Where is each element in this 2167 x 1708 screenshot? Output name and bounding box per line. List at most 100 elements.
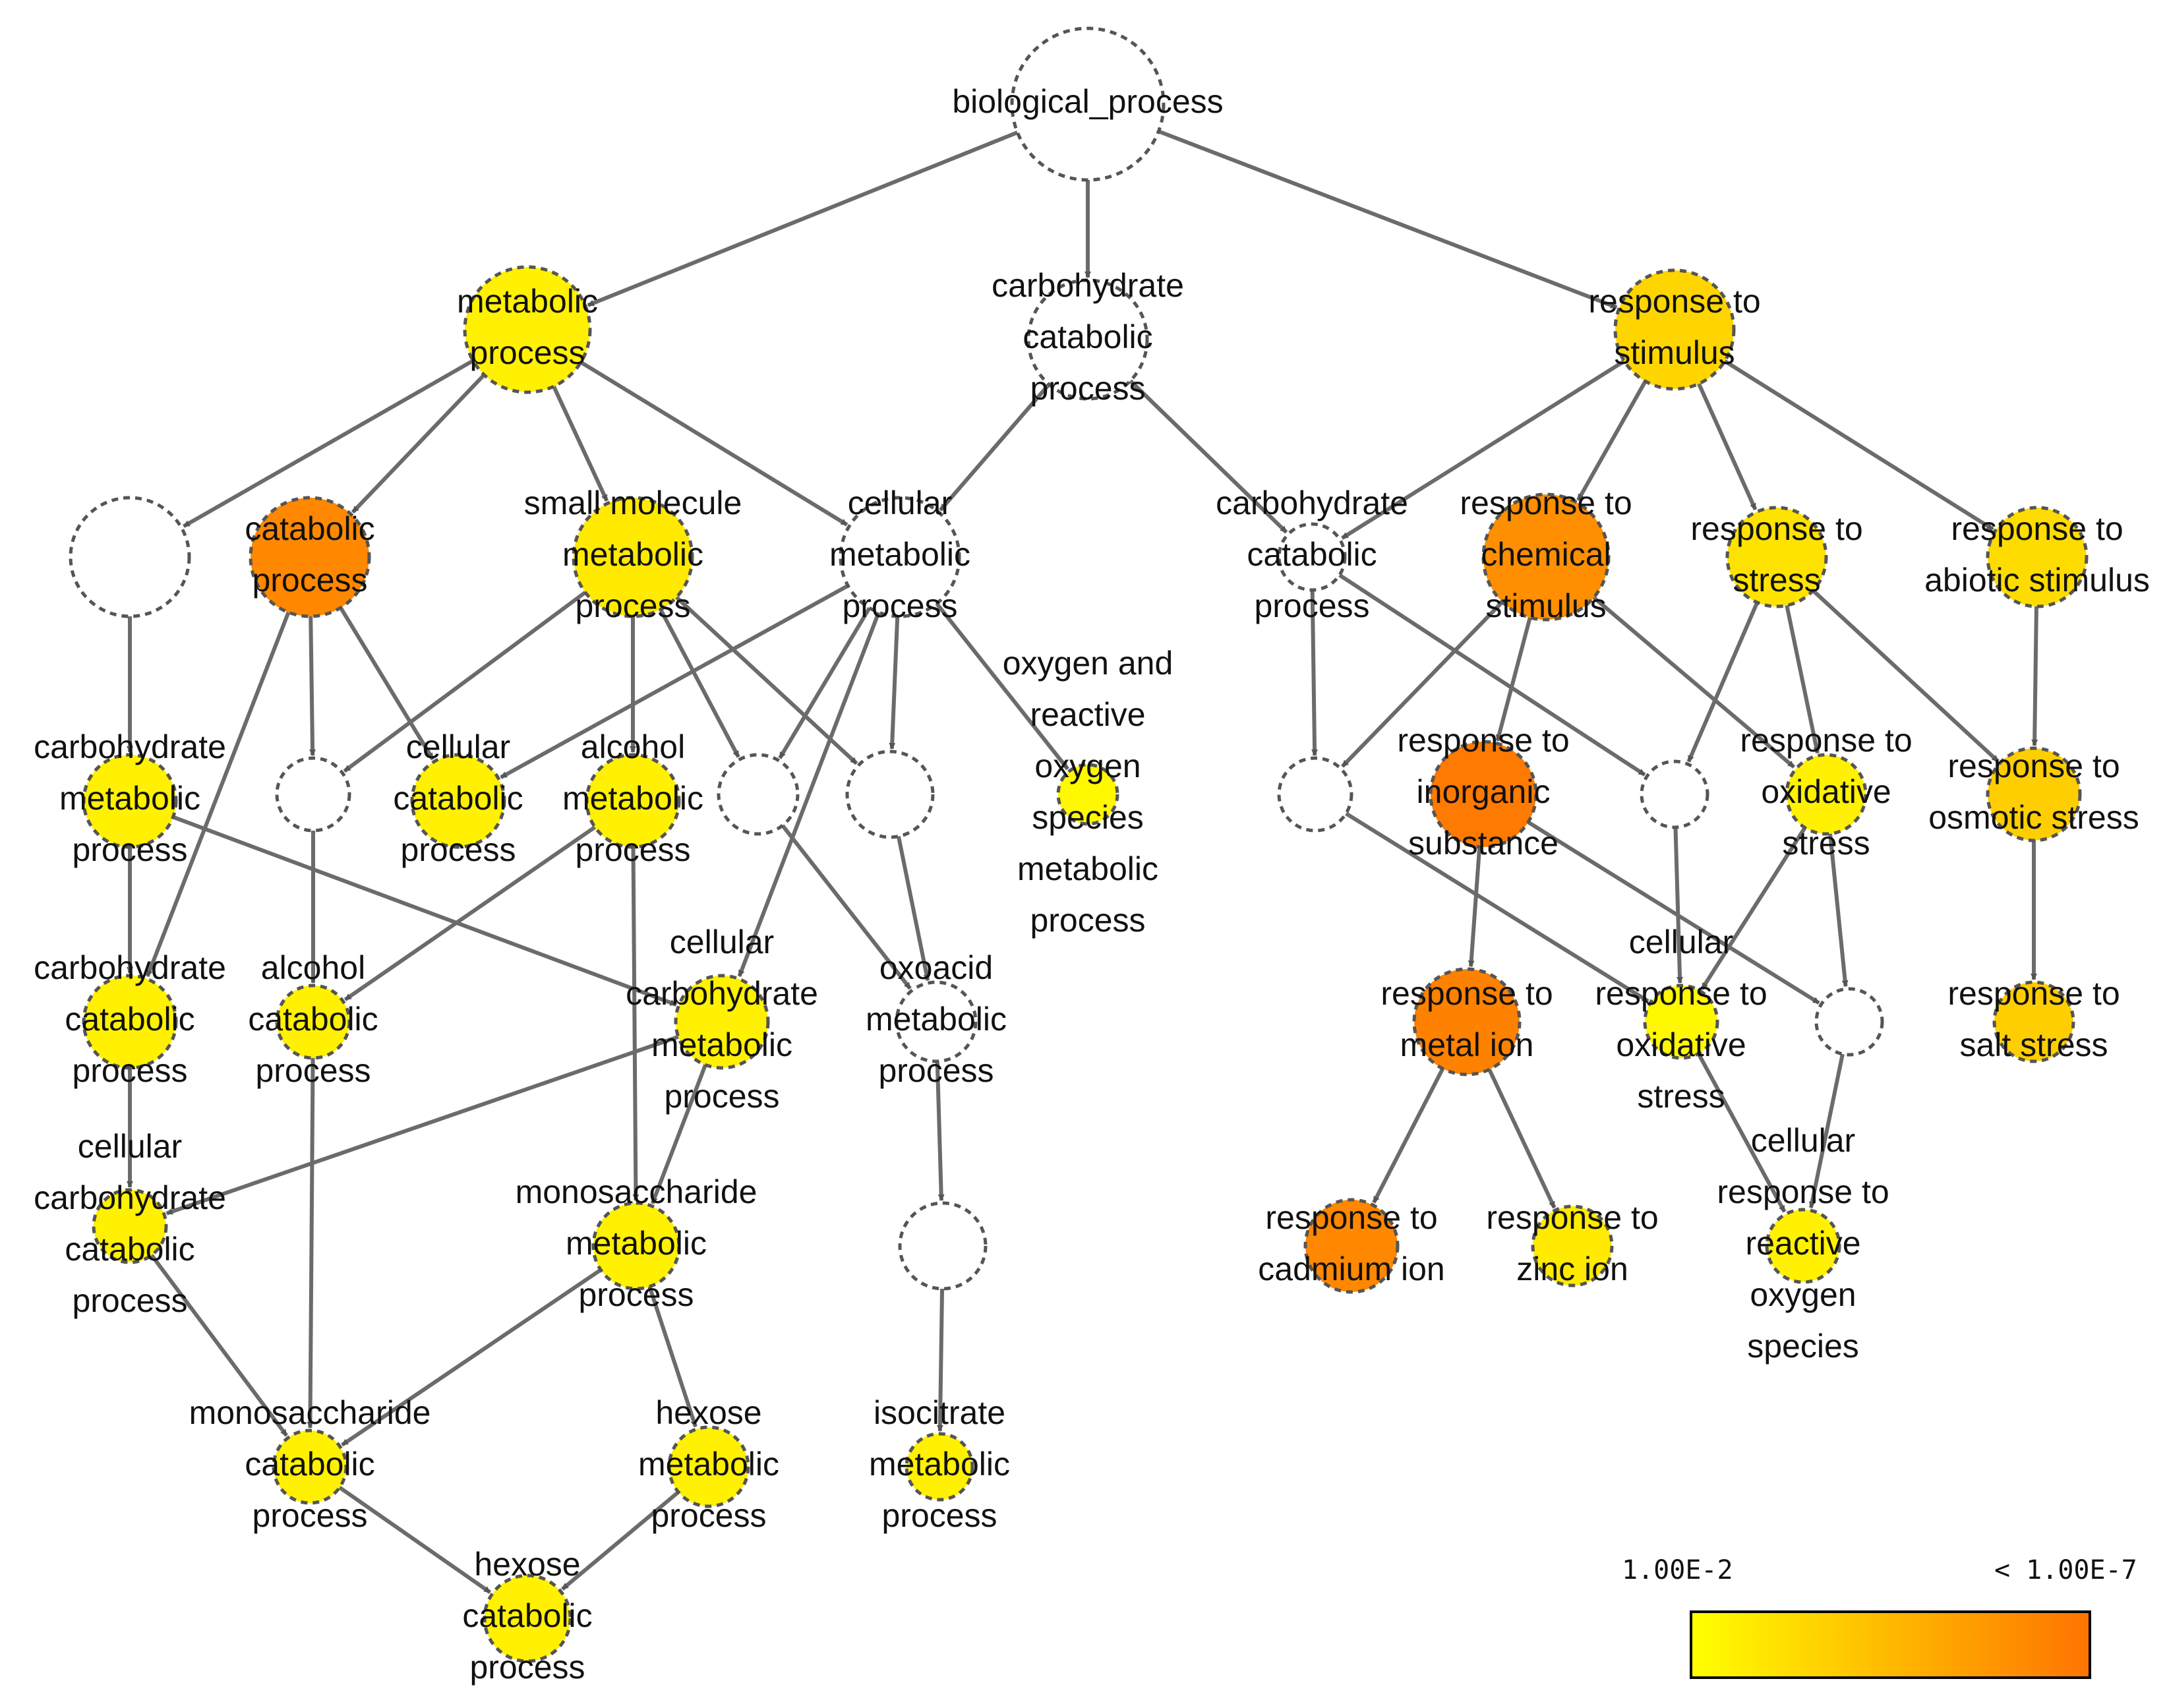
node-circle-hex_cat[interactable]: [483, 1574, 572, 1663]
node-blank_b[interactable]: [717, 753, 800, 836]
node-circle-cell_met[interactable]: [839, 496, 961, 618]
node-label-carb_cat_l-line-1: catabolic: [65, 1001, 194, 1038]
node-circle-resp_chem[interactable]: [1481, 492, 1611, 622]
node-label-oxy_ros-line-0: oxygen and: [1003, 645, 1173, 682]
node-blank_c[interactable]: [845, 750, 935, 839]
node-circle-blank_f[interactable]: [1814, 987, 1884, 1057]
node-circle-oxoacid[interactable]: [895, 980, 978, 1063]
node-circle-resp_zn[interactable]: [1531, 1204, 1614, 1287]
node-circle-blank_d[interactable]: [1277, 756, 1353, 833]
node-circle-blank_b[interactable]: [717, 753, 800, 836]
node-circle-bp[interactable]: [1010, 26, 1166, 182]
node-blank_a[interactable]: [275, 756, 351, 833]
node-circle-resp_metal[interactable]: [1412, 967, 1522, 1076]
node-circle-blank_g[interactable]: [898, 1201, 988, 1291]
node-circle-carb_cat_right[interactable]: [1277, 522, 1347, 592]
node-circle-mono_cat[interactable]: [272, 1428, 348, 1505]
node-circle-resp_stress[interactable]: [1725, 506, 1828, 608]
node-circle-blank_e[interactable]: [1640, 759, 1709, 829]
node-blank_f[interactable]: [1814, 987, 1884, 1057]
node-circle-carb_cat_top[interactable]: [1026, 278, 1149, 401]
node-label-cell_resp_ros-line-4: species: [1747, 1328, 1859, 1365]
node-blank_left[interactable]: [69, 496, 191, 618]
node-circle-resp_abiotic[interactable]: [1986, 506, 2089, 608]
node-blank_g[interactable]: [898, 1201, 988, 1291]
node-label-oxoacid-line-1: metabolic: [866, 1001, 1007, 1038]
node-circle-hex_met[interactable]: [667, 1425, 750, 1508]
node-circle-carb_met[interactable]: [82, 753, 178, 849]
node-circle-resp_inorg[interactable]: [1429, 740, 1538, 849]
node-oxy_ros[interactable]: oxygen andreactiveoxygenspeciesmetabolic…: [1003, 645, 1173, 939]
edge-resp_metal-to-resp_cd: [1372, 1067, 1445, 1204]
node-circle-cell_resp_ros[interactable]: [1765, 1208, 1841, 1284]
node-circle-catabolic[interactable]: [249, 496, 371, 618]
node-circle-metabolic[interactable]: [463, 265, 592, 394]
node-circle-carb_cat_l[interactable]: [82, 974, 178, 1070]
node-circle-mono_met[interactable]: [591, 1201, 681, 1291]
node-label-carb_cat_l-line-2: process: [72, 1052, 187, 1089]
node-circle-isocit[interactable]: [905, 1432, 974, 1502]
edge-oxoacid-to-blank_g: [935, 1061, 945, 1202]
node-circle-resp_osm[interactable]: [1986, 746, 2082, 842]
node-circle-oxy_ros[interactable]: [1056, 763, 1119, 826]
node-circle-small_mol[interactable]: [572, 496, 694, 618]
node-label-cell_carb_cat-line-0: cellular: [78, 1128, 182, 1165]
node-circle-alc_met[interactable]: [585, 753, 681, 849]
edges-layer: [127, 129, 2038, 1595]
node-label-resp_inorg-line-1: inorganic: [1417, 773, 1551, 810]
node-circle-blank_left[interactable]: [69, 496, 191, 618]
node-circle-resp_oxid[interactable]: [1785, 753, 1868, 836]
node-circle-cell_carb_cat[interactable]: [92, 1188, 168, 1264]
node-circle-blank_a[interactable]: [275, 756, 351, 833]
node-bp[interactable]: biological_process: [952, 26, 1224, 182]
node-circle-resp_stim[interactable]: [1613, 268, 1736, 391]
node-blank_e[interactable]: [1640, 759, 1709, 829]
node-label-alc_met-line-1: metabolic: [562, 780, 703, 817]
node-circle-cell_resp_oxid[interactable]: [1643, 984, 1719, 1060]
node-circle-resp_salt[interactable]: [1992, 980, 2075, 1063]
node-label-hex_met-line-0: hexose: [655, 1394, 761, 1431]
edge-blank_g-to-isocit: [936, 1288, 945, 1432]
node-label-cell_carb_cat-line-2: catabolic: [65, 1231, 194, 1268]
node-circle-resp_cd[interactable]: [1303, 1198, 1400, 1294]
node-circle-alc_cat[interactable]: [275, 984, 351, 1060]
node-label-cell_carb_met-line-3: process: [664, 1078, 779, 1115]
edge-blank_e-to-cell_resp_oxid: [1673, 827, 1684, 984]
node-circle-blank_c[interactable]: [845, 750, 935, 839]
node-blank_d[interactable]: [1277, 756, 1353, 833]
node-circle-cell_cat[interactable]: [410, 753, 506, 849]
node-circle-cell_carb_met[interactable]: [674, 974, 770, 1070]
